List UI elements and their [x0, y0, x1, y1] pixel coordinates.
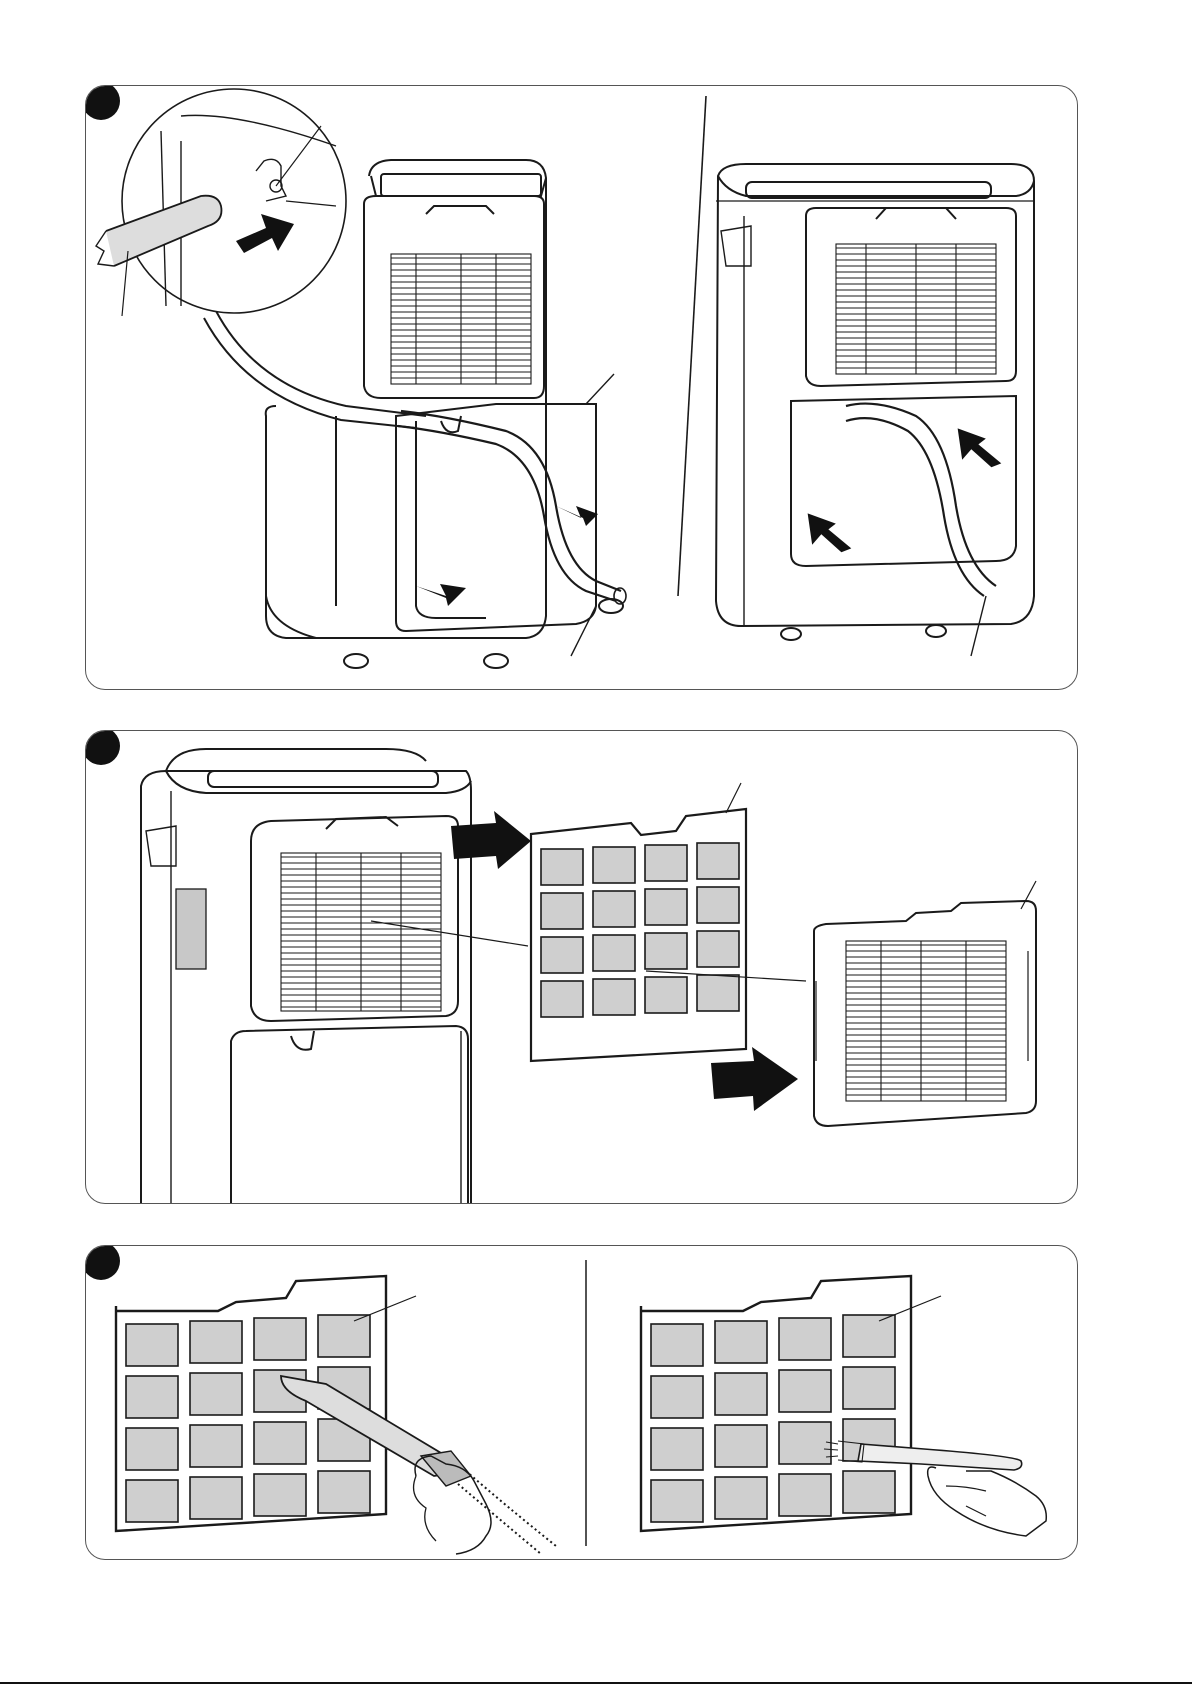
- filter-cell: [645, 933, 687, 969]
- water-tank-removed: [396, 374, 614, 631]
- filter-cell: [541, 849, 583, 885]
- filter-cell: [593, 891, 635, 927]
- filter-cell: [318, 1315, 370, 1357]
- filter-cell: [651, 1376, 703, 1418]
- filter-cell: [645, 889, 687, 925]
- page-bottom-rule: [0, 1682, 1192, 1684]
- rating-label: [176, 889, 206, 969]
- panel-filter-removal: [85, 730, 1078, 1204]
- filter-cell: [318, 1471, 370, 1513]
- filter-cell: [645, 845, 687, 881]
- filter-cell: [651, 1480, 703, 1522]
- arrow-pull-tank-1: [556, 506, 598, 526]
- hand-holding-brush: [928, 1467, 1047, 1536]
- hose-connection-detail: [96, 89, 346, 316]
- filter-cell: [715, 1477, 767, 1519]
- filter-holder-grille: [814, 881, 1036, 1126]
- filter-cell: [593, 979, 635, 1015]
- filter-cell: [593, 847, 635, 883]
- filter-cell: [779, 1422, 831, 1464]
- arrow-insert-tank-2: [798, 513, 857, 557]
- panel-filter-cleaning: [85, 1245, 1078, 1560]
- filter-cell: [715, 1373, 767, 1415]
- arrow-remove-grille: [711, 1047, 798, 1111]
- scene-divider: [678, 96, 706, 596]
- arrow-remove-filter: [451, 811, 531, 869]
- filter-cell: [651, 1324, 703, 1366]
- filter-cell: [715, 1425, 767, 1467]
- drain-hose-illustration: [86, 86, 1077, 689]
- filter-cell: [190, 1477, 242, 1519]
- filter-removal-illustration: [86, 731, 1077, 1203]
- filter-cell: [541, 981, 583, 1017]
- filter-cell: [697, 843, 739, 879]
- filter-cell: [697, 975, 739, 1011]
- filter-brush-scene: [641, 1276, 1046, 1536]
- filter-cell: [190, 1321, 242, 1363]
- filter-cell: [190, 1425, 242, 1467]
- filter-cell: [843, 1367, 895, 1409]
- filter-cell: [126, 1324, 178, 1366]
- filter-cell: [541, 893, 583, 929]
- filter-vacuum-scene: [116, 1276, 556, 1554]
- filter-cell: [645, 977, 687, 1013]
- filter-cell: [779, 1474, 831, 1516]
- filter-cell: [843, 1471, 895, 1513]
- washable-filter: [531, 783, 746, 1061]
- filter-cell: [697, 887, 739, 923]
- filter-cell: [697, 931, 739, 967]
- filter-cell: [779, 1370, 831, 1412]
- filter-cleaning-illustration: [86, 1246, 1077, 1559]
- filter-cell: [190, 1373, 242, 1415]
- dehumidifier-front: [141, 749, 471, 1203]
- filter-cell: [779, 1318, 831, 1360]
- filter-cell: [541, 937, 583, 973]
- filter-cell: [126, 1428, 178, 1470]
- filter-cell: [126, 1480, 178, 1522]
- filter-cell: [843, 1315, 895, 1357]
- filter-cell: [715, 1321, 767, 1363]
- cleaning-brush: [858, 1444, 1022, 1470]
- dehumidifier-right: [716, 164, 1034, 656]
- filter-cell: [593, 935, 635, 971]
- filter-cell: [651, 1428, 703, 1470]
- arrow-insert-tank-1: [948, 428, 1007, 472]
- filter-cell: [254, 1422, 306, 1464]
- arrow-pull-tank-2: [416, 584, 466, 606]
- filter-cell: [254, 1318, 306, 1360]
- filter-cell: [254, 1474, 306, 1516]
- filter-cell: [126, 1376, 178, 1418]
- panel-drain-hose: [85, 85, 1078, 690]
